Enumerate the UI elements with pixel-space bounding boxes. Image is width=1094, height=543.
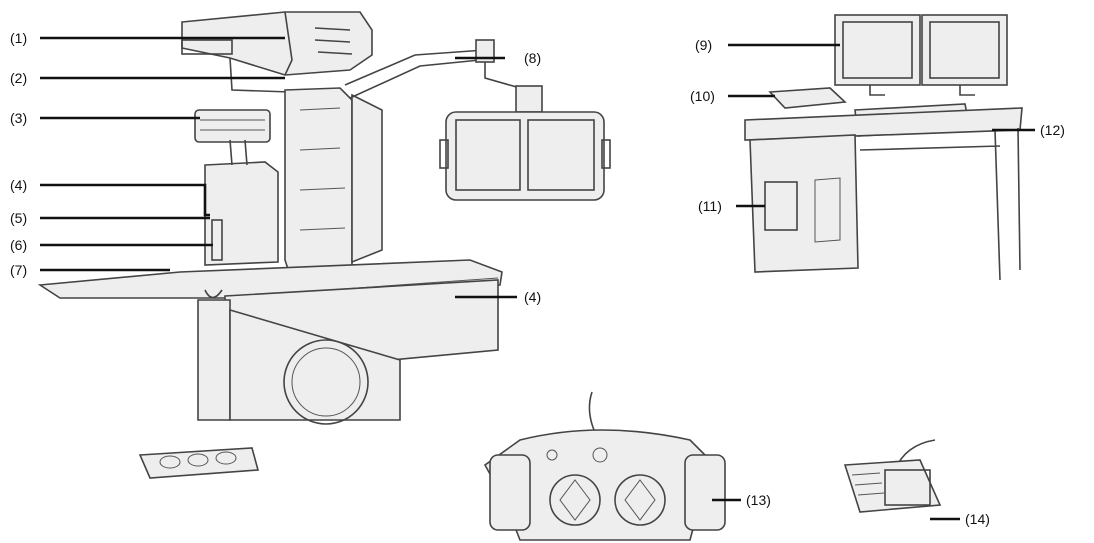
callout-4-column: (4)	[10, 177, 27, 193]
callout-13: (13)	[746, 492, 771, 508]
callout-7: (7)	[10, 262, 27, 278]
callout-1: (1)	[10, 30, 27, 46]
callout-10: (10)	[690, 88, 715, 104]
callout-8: (8)	[524, 50, 541, 66]
xray-system-illustration	[37, 11, 611, 479]
callout-4-table: (4)	[524, 289, 541, 305]
workstation-illustration	[744, 14, 1023, 281]
callout-9: (9)	[695, 37, 712, 53]
callout-11: (11)	[698, 198, 722, 214]
callout-6: (6)	[10, 237, 27, 253]
callout-5: (5)	[10, 210, 27, 226]
callout-labels: (1) (2) (3) (4) (5) (6) (7) (8) (4) (9) …	[10, 30, 1065, 527]
callout-3: (3)	[10, 110, 27, 126]
foot-switch-large-illustration	[483, 391, 726, 541]
leader-lines	[40, 36, 1035, 521]
callout-14: (14)	[965, 511, 990, 527]
foot-switch-small-illustration	[843, 439, 942, 513]
callout-2: (2)	[10, 70, 27, 86]
callout-12: (12)	[1040, 122, 1065, 138]
